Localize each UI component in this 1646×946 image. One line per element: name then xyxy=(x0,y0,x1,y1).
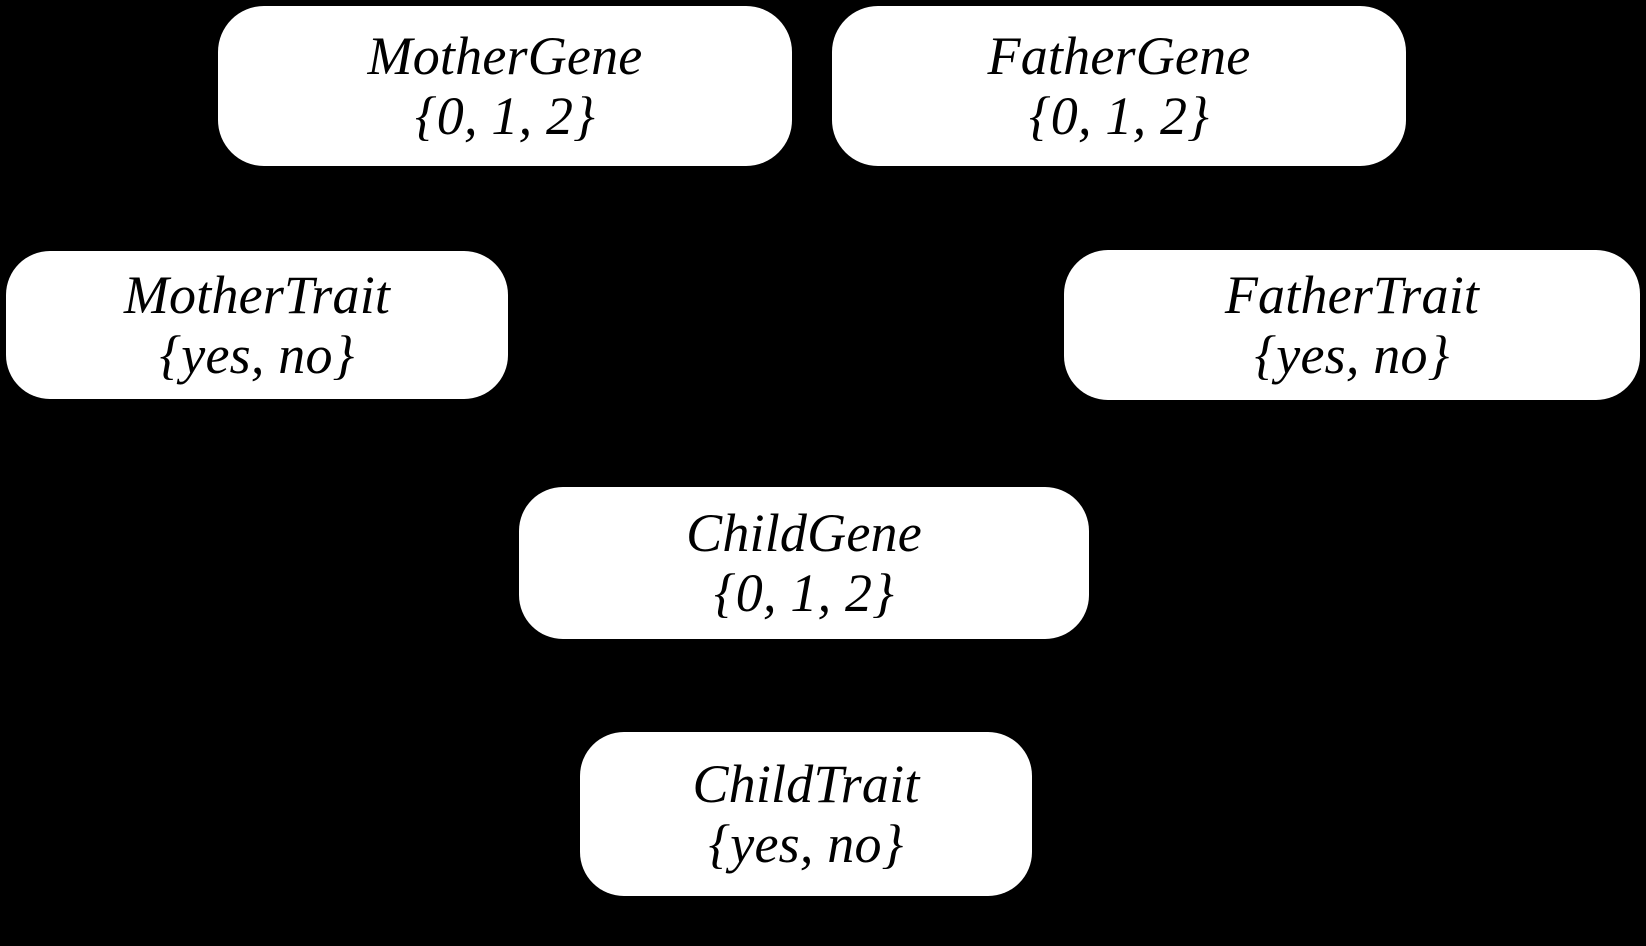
node-mother-trait-domain: {yes, no} xyxy=(159,325,355,385)
node-mother-trait-label: MotherTrait xyxy=(123,264,391,325)
node-mother-gene[interactable]: MotherGene {0, 1, 2} xyxy=(218,6,792,166)
node-father-trait[interactable]: FatherTrait {yes, no} xyxy=(1064,250,1640,400)
node-child-trait[interactable]: ChildTrait {yes, no} xyxy=(580,732,1032,896)
node-father-trait-domain: {yes, no} xyxy=(1254,325,1450,385)
node-mother-trait[interactable]: MotherTrait {yes, no} xyxy=(6,251,508,399)
node-child-gene[interactable]: ChildGene {0, 1, 2} xyxy=(519,487,1089,639)
node-child-trait-domain: {yes, no} xyxy=(708,814,904,874)
node-child-gene-domain: {0, 1, 2} xyxy=(714,563,894,623)
node-child-trait-label: ChildTrait xyxy=(692,753,920,814)
node-father-trait-label: FatherTrait xyxy=(1224,264,1480,325)
node-father-gene[interactable]: FatherGene {0, 1, 2} xyxy=(832,6,1406,166)
node-father-gene-label: FatherGene xyxy=(987,25,1251,86)
node-child-gene-label: ChildGene xyxy=(686,502,922,563)
node-father-gene-domain: {0, 1, 2} xyxy=(1029,86,1209,146)
node-mother-gene-label: MotherGene xyxy=(367,25,643,86)
node-mother-gene-domain: {0, 1, 2} xyxy=(415,86,595,146)
